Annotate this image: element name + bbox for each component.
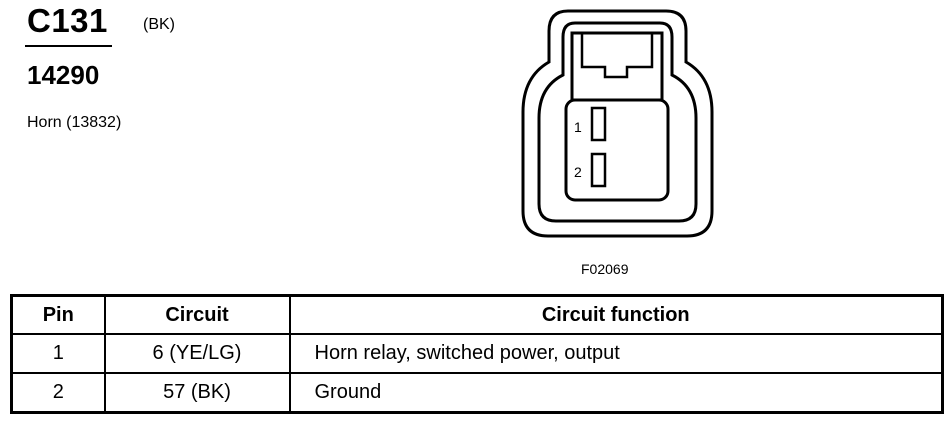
pin-cell: 2 xyxy=(10,372,106,414)
circuit-function-cell: Horn relay, switched power, output xyxy=(288,333,944,374)
header-circuit: Circuit xyxy=(103,294,291,335)
table-row: 1 6 (YE/LG) Horn relay, switched power, … xyxy=(10,333,944,374)
connector-id: C131 xyxy=(27,2,108,39)
pin-2-terminal xyxy=(590,152,607,188)
connector-outer-shell xyxy=(521,9,714,238)
header-pin: Pin xyxy=(10,294,106,335)
component-label: Horn (13832) xyxy=(27,114,122,131)
table-header-row: Pin Circuit Circuit function xyxy=(10,294,944,335)
lock-tab xyxy=(580,33,654,79)
part-number: 14290 xyxy=(27,60,100,90)
connector-color-code: (BK) xyxy=(143,16,175,33)
circuit-cell: 57 (BK) xyxy=(103,372,291,414)
pin-1-label: 1 xyxy=(574,119,582,135)
table-row: 2 57 (BK) Ground xyxy=(10,372,944,414)
connector-inner-shell xyxy=(537,21,698,223)
pin-1-terminal xyxy=(590,106,607,142)
pin-table: Pin Circuit Circuit function 1 6 (YE/LG)… xyxy=(10,294,944,414)
header-circuit-function: Circuit function xyxy=(288,294,944,335)
connector-face-drawing: 1 2 xyxy=(521,9,714,238)
terminal-insert xyxy=(564,98,670,202)
pin-2-label: 2 xyxy=(574,164,582,180)
circuit-function-cell: Ground xyxy=(288,372,944,414)
title-divider xyxy=(25,45,112,47)
circuit-cell: 6 (YE/LG) xyxy=(103,333,291,374)
figure-id: F02069 xyxy=(581,261,629,277)
pin-cell: 1 xyxy=(10,333,106,374)
